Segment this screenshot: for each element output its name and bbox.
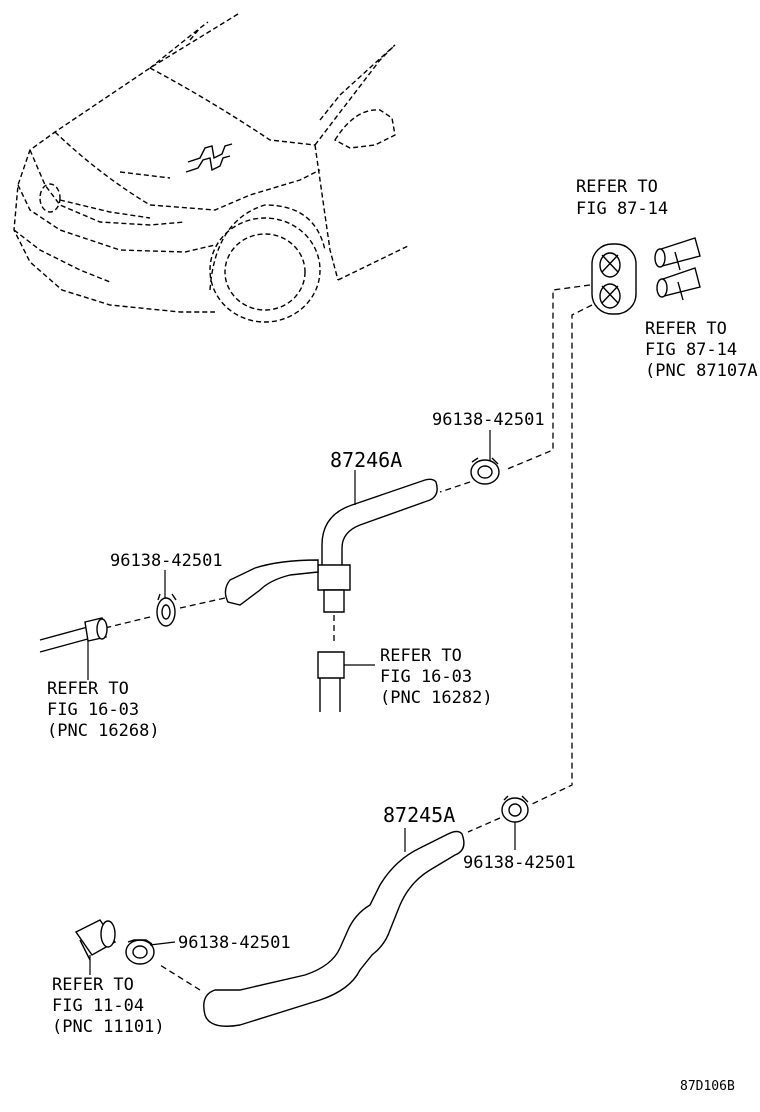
label-clamp-top-right: 96138-42501 (432, 410, 545, 430)
figure-code: 87D106B (680, 1079, 735, 1094)
svg-text:(PNC 16282): (PNC 16282) (380, 688, 493, 708)
clamp-lower-right (501, 795, 529, 823)
pipe-ends-87-14 (654, 237, 701, 301)
hose-87245A (203, 830, 465, 1027)
svg-text:REFER TO: REFER TO (380, 646, 462, 666)
label-hose-87245A: 87245A (383, 803, 455, 827)
clamp-left (156, 593, 177, 627)
clamp-bottom-left (125, 939, 155, 965)
connector-87-14 (591, 243, 637, 315)
label-refer-top: REFER TO FIG 87-14 (576, 177, 668, 219)
label-hose-87246A: 87246A (330, 448, 402, 472)
label-refer-center: REFER TO FIG 16-03 (PNC 16282) (380, 646, 493, 708)
svg-text:(PNC 87107A: (PNC 87107A (645, 361, 758, 381)
pipe-11101 (74, 919, 117, 961)
clamp-upper-right (470, 457, 500, 485)
label-clamp-bottom-left: 96138-42501 (178, 933, 291, 953)
svg-text:FIG 16-03: FIG 16-03 (380, 667, 472, 687)
pipe-16282 (317, 651, 345, 712)
label-clamp-left: 96138-42501 (110, 551, 223, 571)
svg-text:(PNC 16268): (PNC 16268) (47, 721, 160, 741)
svg-text:FIG 87-14: FIG 87-14 (576, 199, 668, 219)
svg-text:FIG 87-14: FIG 87-14 (645, 340, 737, 360)
label-refer-right: REFER TO FIG 87-14 (PNC 87107A (645, 319, 758, 381)
svg-text:(PNC 11101): (PNC 11101) (52, 1017, 165, 1037)
svg-text:FIG 11-04: FIG 11-04 (52, 996, 144, 1016)
svg-text:REFER TO: REFER TO (52, 975, 134, 995)
svg-text:REFER TO: REFER TO (645, 319, 727, 339)
hose-87246A (224, 478, 438, 613)
dash-line-upper (504, 284, 591, 471)
svg-text:REFER TO: REFER TO (576, 177, 658, 197)
label-clamp-lower-right: 96138-42501 (463, 853, 576, 873)
pipe-16268 (39, 617, 108, 653)
vehicle-outline (13, 13, 411, 323)
label-refer-bottom: REFER TO FIG 11-04 (PNC 11101) (52, 975, 165, 1037)
dash-line-lower (529, 304, 593, 806)
svg-text:REFER TO: REFER TO (47, 679, 129, 699)
svg-text:FIG 16-03: FIG 16-03 (47, 700, 139, 720)
label-refer-left: REFER TO FIG 16-03 (PNC 16268) (47, 679, 160, 741)
